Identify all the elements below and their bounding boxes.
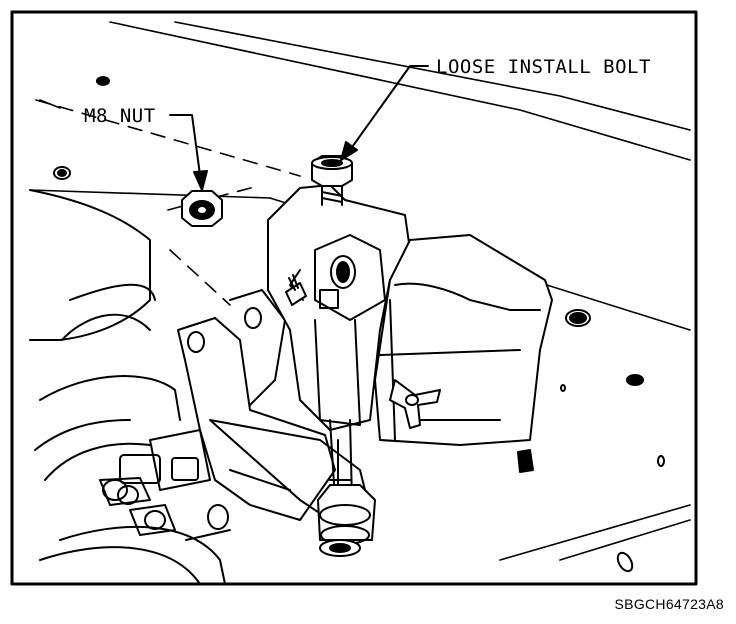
panel-holes <box>53 76 665 573</box>
figure-code: SBGCH64723A8 <box>614 596 724 612</box>
cylinder-component <box>29 189 181 481</box>
illustration-frame <box>10 10 698 586</box>
support-body <box>267 184 411 431</box>
label-m8-nut: M8 NUT <box>84 105 156 127</box>
lower-mechanism <box>39 429 231 585</box>
lower-nut-assembly <box>317 484 376 557</box>
leader-nut <box>169 114 208 191</box>
threaded-stud <box>285 274 307 306</box>
reservoir <box>374 234 553 473</box>
m8-nut <box>181 190 223 227</box>
install-bolt <box>311 155 353 206</box>
wing-nut <box>389 379 441 429</box>
label-loose-install-bolt: LOOSE INSTALL BOLT <box>436 56 651 78</box>
leader-bolt <box>340 65 429 161</box>
hidden-lines <box>35 99 301 306</box>
